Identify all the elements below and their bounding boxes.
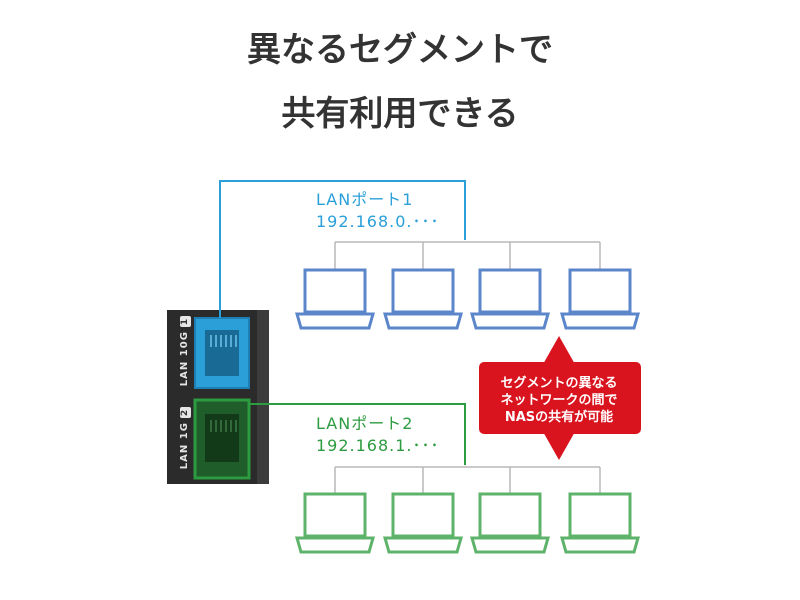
badge-line2: ネットワークの間で (500, 393, 618, 408)
laptop-icon (383, 268, 463, 330)
lan-port-1g-socket (205, 414, 239, 462)
lan-1g-panel-label: LAN 1G2 (179, 406, 191, 470)
lan1-name: LANポート1 (316, 190, 414, 209)
segment-badge (479, 336, 641, 460)
lan2-cable (249, 403, 466, 465)
badge-line3: NASの共有が可能 (504, 410, 614, 425)
laptop-icon (295, 268, 375, 330)
badge-text: セグメントの異なる ネットワークの間で NASの共有が可能 (478, 375, 640, 426)
laptop-icon (295, 492, 375, 554)
laptop-icon (560, 268, 640, 330)
page-title-line1: 異なるセグメントで (247, 30, 553, 70)
lan-10g-panel-label: LAN 10G1 (179, 315, 191, 387)
lan-1g-number-badge: 2 (180, 406, 191, 419)
laptop-icon (383, 492, 463, 554)
lan-port-1g-pins (210, 420, 237, 432)
laptop-icon (560, 492, 640, 554)
lan1-tree (334, 241, 601, 270)
lan2-address: 192.168.1.･･･ (316, 436, 440, 455)
nas-panel-edge (257, 310, 269, 484)
badge-line1: セグメントの異なる (500, 376, 618, 391)
lan1-address: 192.168.0.･･･ (316, 212, 440, 231)
page-title-line2: 共有利用できる (281, 94, 519, 134)
lan2-name: LANポート2 (316, 414, 414, 433)
lan2-tree (334, 466, 601, 494)
lan-port-10g-socket (205, 330, 239, 376)
lan-port-10g[interactable] (194, 317, 250, 389)
lan-10g-number-badge: 1 (180, 315, 191, 328)
lan1-cable (219, 180, 466, 318)
laptop-icon (470, 268, 550, 330)
laptop-icon (470, 492, 550, 554)
lan-port-10g-pins (210, 335, 237, 347)
